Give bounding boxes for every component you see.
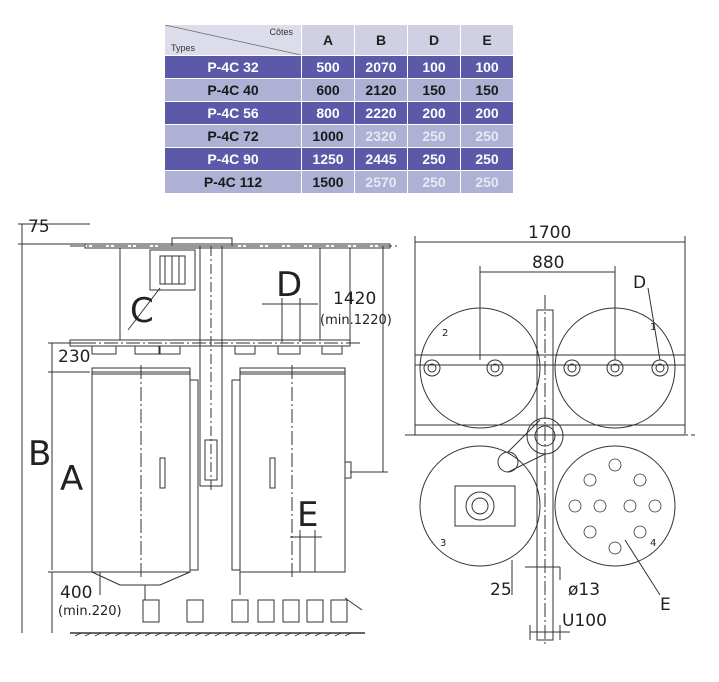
col-header-a: A (301, 24, 355, 56)
cell-e: 250 (460, 170, 514, 194)
row-type: P-4C 56 (164, 101, 302, 125)
col-header-b: B (354, 24, 408, 56)
table-row: P-4C 90 1250 2445 250 250 (164, 147, 514, 171)
table-row: P-4C 112 1500 2570 250 250 (164, 170, 514, 194)
table-row: P-4C 72 1000 2320 250 250 (164, 124, 514, 148)
cell-a: 1250 (301, 147, 355, 171)
dim-label-1700: 1700 (528, 223, 571, 243)
cell-e: 200 (460, 101, 514, 125)
cell-e: 150 (460, 78, 514, 102)
cell-a: 600 (301, 78, 355, 102)
tank-number-1: 1 (650, 322, 656, 333)
row-type: P-4C 32 (164, 55, 302, 79)
cell-b: 2320 (354, 124, 408, 148)
dim-label-400: 400 (60, 583, 92, 603)
tank-number-4: 4 (650, 538, 656, 549)
dim-label-phi13: ø13 (568, 580, 600, 600)
cell-b: 2220 (354, 101, 408, 125)
cell-d: 150 (407, 78, 461, 102)
motor-housing (149, 249, 196, 291)
cell-b: 2445 (354, 147, 408, 171)
label-a: A (60, 459, 83, 499)
row-type: P-4C 90 (164, 147, 302, 171)
label-c: C (130, 291, 154, 331)
table-row: P-4C 32 500 2070 100 100 (164, 55, 514, 79)
top-view (405, 236, 695, 645)
cell-a: 800 (301, 101, 355, 125)
cell-b: 2570 (354, 170, 408, 194)
cell-e: 250 (460, 124, 514, 148)
dim-label-min1220: (min.1220) (320, 313, 392, 328)
dim-label-75: 75 (28, 217, 50, 237)
col-header-e: E (460, 24, 514, 56)
tank-number-2: 2 (442, 328, 448, 339)
cell-a: 1000 (301, 124, 355, 148)
dim-label-230: 230 (58, 347, 90, 367)
cell-a: 500 (301, 55, 355, 79)
col-header-d: D (407, 24, 461, 56)
dim-label-1420: 1420 (333, 289, 376, 309)
row-type: P-4C 40 (164, 78, 302, 102)
table-corner-cell: Côtes Types (164, 24, 302, 56)
technical-drawing: 75 1420 (min.1220) 230 400 (min.220) B A… (18, 217, 695, 645)
cell-b: 2070 (354, 55, 408, 79)
vertical-beam (536, 309, 554, 641)
cell-d: 100 (407, 55, 461, 79)
cell-e: 250 (460, 147, 514, 171)
side-view (18, 223, 400, 637)
row-type: P-4C 72 (164, 124, 302, 148)
cell-a: 1500 (301, 170, 355, 194)
label-e-side: E (297, 495, 318, 535)
table-row: P-4C 40 600 2120 150 150 (164, 78, 514, 102)
cell-d: 250 (407, 124, 461, 148)
cell-d: 250 (407, 147, 461, 171)
bottom-valves (142, 597, 363, 623)
row-type: P-4C 112 (164, 170, 302, 194)
label-d-side: D (276, 265, 302, 305)
tank-number-3: 3 (440, 538, 446, 549)
dim-label-25: 25 (490, 580, 512, 600)
corner-diagonal (165, 25, 301, 55)
cell-d: 250 (407, 170, 461, 194)
table-row: P-4C 56 800 2220 200 200 (164, 101, 514, 125)
corner-label-types: Types (171, 43, 196, 53)
label-d-top: D (633, 273, 646, 293)
corner-label-cotes: Côtes (269, 27, 293, 37)
cell-d: 200 (407, 101, 461, 125)
dim-label-880: 880 (532, 253, 564, 273)
tank-4 (554, 445, 676, 567)
label-e-top: E (660, 595, 671, 615)
tank-3 (419, 445, 541, 567)
table-header-row: Côtes Types A B D E (164, 24, 514, 56)
label-b: B (28, 434, 51, 474)
dim-label-u100: U100 (562, 611, 607, 631)
cell-b: 2120 (354, 78, 408, 102)
dim-label-min220: (min.220) (58, 604, 122, 619)
cell-e: 100 (460, 55, 514, 79)
spec-table: Côtes Types A B D E P-4C 32 500 2070 100… (164, 24, 514, 194)
